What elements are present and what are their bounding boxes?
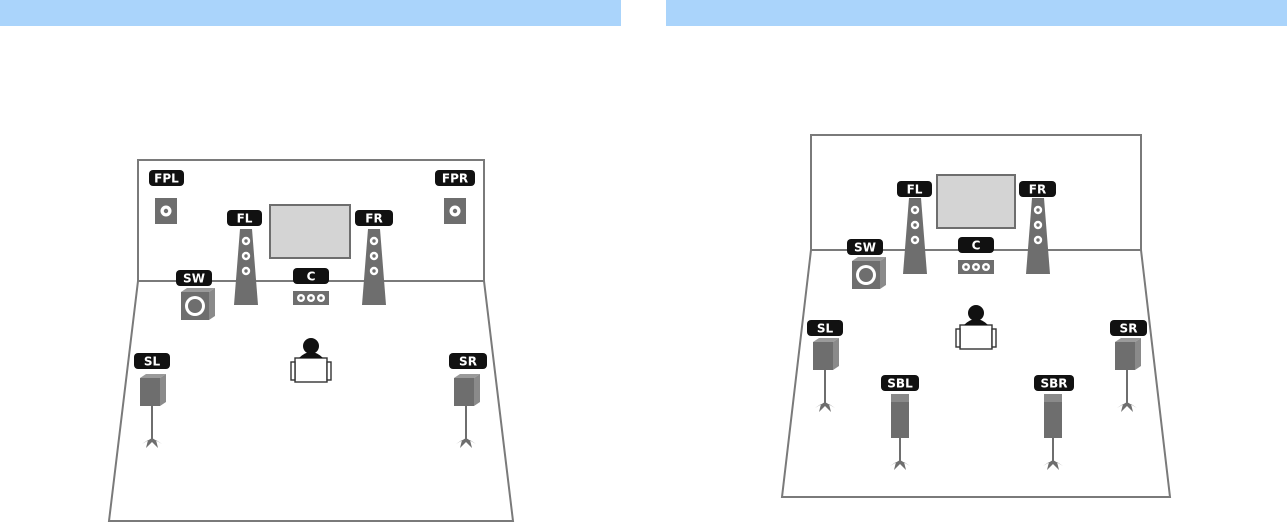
left-speaker-fpl: FPL [149, 170, 184, 224]
right-speaker-fr: FR [1019, 181, 1056, 274]
right-speaker-sr: SR [1110, 320, 1147, 412]
left-speaker-c: C [293, 268, 329, 305]
left-label-fpl: FPL [154, 172, 179, 186]
right-label-sl: SL [817, 322, 834, 336]
right-label-fr: FR [1029, 183, 1046, 197]
left-speaker-fpr: FPR [435, 170, 475, 224]
right-label-fl: FL [907, 183, 923, 197]
left-label-sr: SR [459, 355, 477, 369]
left-label-sl: SL [144, 355, 161, 369]
right-label-sbl: SBL [887, 377, 913, 391]
left-speaker-fr: FR [355, 210, 393, 305]
right-room-floor [782, 250, 1170, 497]
right-speaker-sw: SW [847, 239, 886, 289]
right-speaker-sbl: SBL [881, 375, 919, 470]
right-speaker-sl: SL [807, 320, 843, 412]
left-speaker-fl: FL [227, 210, 262, 305]
right-speaker-fl: FL [897, 181, 932, 274]
right-room: FL FR SW C SL S [782, 135, 1170, 497]
left-label-fr: FR [365, 212, 382, 226]
right-label-sbr: SBR [1040, 377, 1067, 391]
left-listener [291, 338, 331, 382]
right-label-c: C [972, 239, 981, 253]
left-tv [270, 205, 350, 258]
left-speaker-sl: SL [134, 353, 170, 448]
right-tv [937, 175, 1015, 228]
left-label-fpr: FPR [442, 172, 468, 186]
left-speaker-sr: SR [449, 353, 487, 448]
left-label-fl: FL [237, 212, 253, 226]
right-speaker-c: C [958, 237, 994, 274]
left-label-c: C [307, 270, 316, 284]
left-room: FPL FPR FL FR SW C [109, 160, 513, 521]
right-listener [956, 305, 996, 349]
left-speaker-sw: SW [176, 270, 215, 320]
right-label-sr: SR [1120, 322, 1138, 336]
left-label-sw: SW [183, 272, 205, 286]
right-label-sw: SW [854, 241, 876, 255]
left-room-floor [109, 281, 513, 521]
right-speaker-sbr: SBR [1034, 375, 1074, 470]
